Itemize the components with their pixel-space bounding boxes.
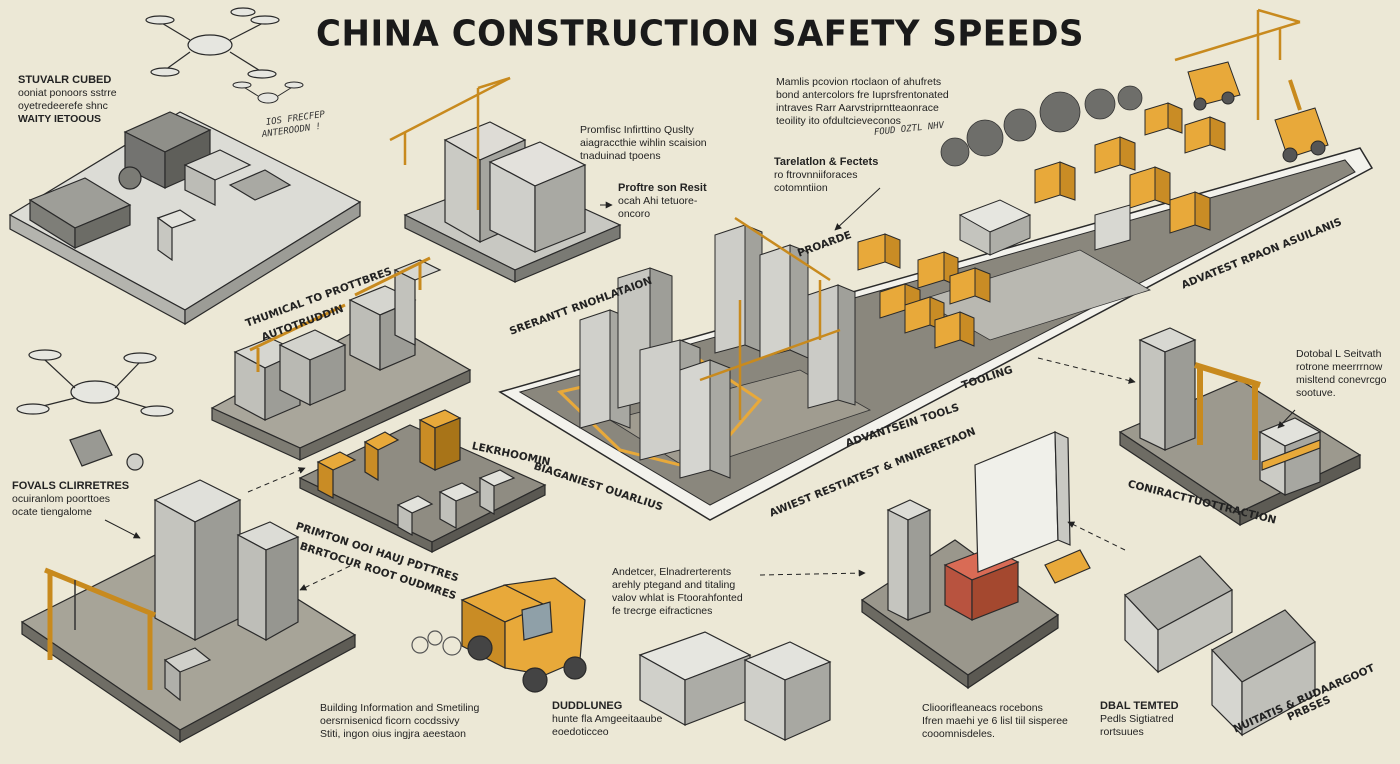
note-mamlis: Mamlis pcovion rtoclaon of ahufrets bond… xyxy=(776,76,949,128)
note-line: cooomnisdeles. xyxy=(922,728,995,740)
exhaust-smoke xyxy=(411,630,462,656)
module-island xyxy=(298,409,547,553)
leader-arrows xyxy=(104,187,1296,591)
note-line: intraves Rarr Aarvstriprntteaonrace xyxy=(776,102,939,114)
note-line: arehly ptegand and titaling xyxy=(612,579,736,591)
note-global-service: Dotobal L Seitvath rotrone meerrrnow mis… xyxy=(1296,348,1386,400)
right-middle-site xyxy=(1118,327,1362,527)
note-fovals: FOVALS CLIRRETRES ocuiranlom poorttoes o… xyxy=(12,480,129,519)
note-line: oersrnisenicd ficorn cocdssivy xyxy=(320,715,460,727)
central-towers xyxy=(579,224,856,479)
note-quality: Promfisc Infirttino Quslty aiagraccthie … xyxy=(580,124,707,163)
note-andetcer: Andetcer, Elnadrerterents arehly ptegand… xyxy=(612,566,743,618)
note-dbal-temted: DBAL TEMTED Pedls Sigtiatred rortsuues xyxy=(1100,700,1179,739)
left-middle-platform xyxy=(210,259,472,461)
note-line: fe trecrge eifracticnes xyxy=(612,605,713,617)
note-heading: Proftre son Resit xyxy=(618,182,707,194)
note-line: aiagraccthie wihlin scaision xyxy=(580,137,707,149)
note-line: ocah Ahi tetuore- xyxy=(618,195,698,207)
note-line: Pedls Sigtiatred xyxy=(1100,713,1174,725)
note-duddluneg: DUDDLUNEG hunte fla Amgeeitaaube eoedoti… xyxy=(552,700,662,739)
note-building-information: Building Information and Smetiling oersr… xyxy=(320,702,479,741)
note-line: eoedoticceo xyxy=(552,726,609,738)
bottom-center-buildings xyxy=(638,631,832,741)
top-center-crane xyxy=(389,76,511,210)
note-heading: DBAL TEMTED xyxy=(1100,700,1179,712)
small-drone xyxy=(232,81,304,104)
note-line: Building Information and Smetiling xyxy=(320,702,480,714)
note-line: teoility ito ofdultcieveconos xyxy=(776,115,901,127)
note-line: Dotobal L Seitvath xyxy=(1296,348,1382,360)
note-profile-result: Proftre son Resit ocah Ahi tetuore- onco… xyxy=(618,182,707,221)
note-structural-cubed: STUVALR CUBED ooniat ponoors sstrre oyet… xyxy=(18,74,117,126)
bottom-left-gantry-crane xyxy=(44,567,156,690)
bottom-truck xyxy=(460,577,587,693)
note-line: cotomntiion xyxy=(774,182,828,194)
left-drone xyxy=(16,349,174,471)
note-line: ro ftrovnniiforaces xyxy=(774,169,858,181)
note-line: Clioorifleaneacs rocebons xyxy=(922,702,1043,714)
note-line: rortsuues xyxy=(1100,726,1144,738)
bottom-right-warehouses xyxy=(1124,555,1316,737)
note-line: sootuve. xyxy=(1296,387,1336,399)
note-line: ocate tiengalome xyxy=(12,506,92,518)
note-line: Mamlis pcovion rtoclaon of ahufrets xyxy=(776,76,942,88)
note-line: ocuiranlom poorttoes xyxy=(12,493,111,505)
note-heading: FOVALS CLIRRETRES xyxy=(12,480,130,492)
note-line: Stiti, ingon oius ingjra aeestaon xyxy=(320,728,466,740)
top-right-excavator xyxy=(1187,61,1329,163)
note-line: bond antercolors fre Iuprsfrentonated xyxy=(776,89,949,101)
top-right-crane xyxy=(1174,8,1301,120)
bottom-mid-right-site xyxy=(860,431,1091,690)
note-heading: DUDDLUNEG xyxy=(552,700,623,712)
note-heading: STUVALR CUBED xyxy=(18,74,112,86)
note-line: Promfisc Infirttino Quslty xyxy=(580,124,694,136)
note-line: oyetredeerefe shnc xyxy=(18,100,108,112)
note-line: oncoro xyxy=(618,208,651,220)
left-middle-gantry xyxy=(249,256,431,372)
note-line: valov whlat is Ftoorahfonted xyxy=(612,592,743,604)
note-line: rotrone meerrrnow xyxy=(1296,361,1383,373)
note-line: ooniat ponoors sstrre xyxy=(18,87,117,99)
note-line: Andetcer, Elnadrerterents xyxy=(612,566,732,578)
note-line: tnaduinad tpoens xyxy=(580,150,661,162)
top-left-platform xyxy=(8,111,362,326)
note-translation-factors: Tarelatlon & Fectets ro ftrovnniiforaces… xyxy=(774,156,878,195)
top-drone xyxy=(145,7,280,79)
modular-units-cluster xyxy=(857,102,1226,349)
note-heading: Tarelatlon & Fectets xyxy=(774,156,879,168)
note-line: misltend conevrcgo xyxy=(1296,374,1387,386)
note-line: WAITY IETOOUS xyxy=(18,113,102,125)
top-center-building-site xyxy=(403,121,622,283)
smoke-cloud xyxy=(940,85,1143,167)
bottom-left-platform xyxy=(20,479,357,744)
right-middle-gantry xyxy=(1194,362,1261,460)
processing-plant xyxy=(958,199,1131,256)
note-line: Ifren maehi ye 6 lisl tiil sisperee xyxy=(922,715,1068,727)
central-tower-crane xyxy=(699,216,841,420)
note-line: hunte fla Amgeeitaaube xyxy=(552,713,663,725)
page-title: CHINA CONSTRUCTION SAFETY SPEEDS xyxy=(316,13,1084,55)
note-clioorifle: Clioorifleaneacs rocebons Ifren maehi ye… xyxy=(922,702,1068,741)
